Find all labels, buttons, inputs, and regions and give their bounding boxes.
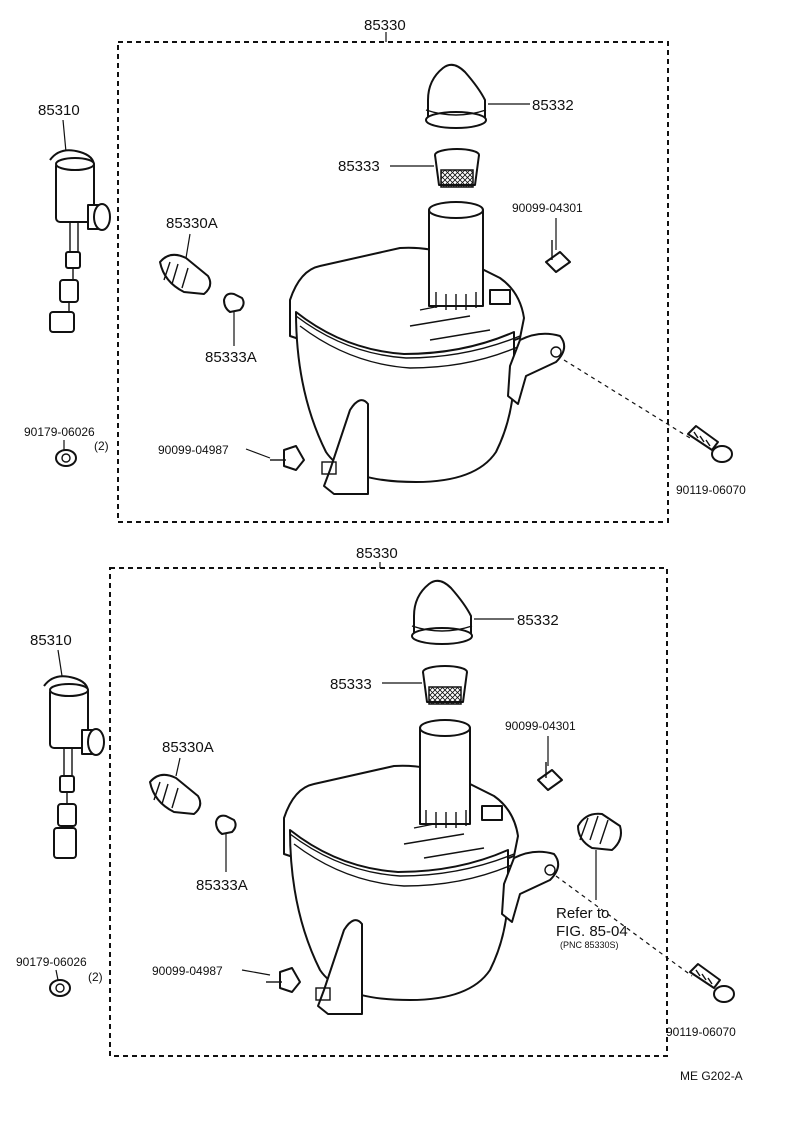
washer-pump-top: 85310 bbox=[38, 102, 111, 333]
screw-bottom: 90099-04301 bbox=[505, 719, 576, 791]
label-strainer-top: 85333 bbox=[338, 158, 380, 175]
washer-pump-bottom: 85310 bbox=[30, 632, 105, 859]
nut-top: 90179-06026 (2) bbox=[24, 425, 109, 467]
panel-bottom: 85330 85310 85332 bbox=[16, 545, 736, 1057]
clip-bottom: 90099-04987 bbox=[152, 964, 301, 993]
assembly-label-top: 85330 bbox=[364, 17, 406, 34]
label-refer-1: Refer to bbox=[556, 905, 609, 922]
nut-bottom: 90179-06026 (2) bbox=[16, 955, 103, 997]
assembly-frame-bottom bbox=[109, 567, 668, 1057]
washer-tank-bottom bbox=[283, 719, 560, 1015]
label-clip-top: 90099-04987 bbox=[158, 443, 229, 457]
grommet-top: 85330A bbox=[159, 215, 218, 295]
label-pump-top: 85310 bbox=[38, 102, 80, 119]
assembly-frame-top bbox=[117, 41, 669, 523]
screw-top: 90099-04301 bbox=[512, 201, 583, 273]
label-strainer-small-top: 85333A bbox=[205, 349, 257, 366]
tank-cap-top: 85332 bbox=[425, 63, 574, 129]
label-refer-2: FIG. 85-04 bbox=[556, 923, 628, 940]
label-screw-top: 90099-04301 bbox=[512, 201, 583, 215]
bolt-top: 90119-06070 bbox=[563, 359, 746, 497]
label-strainer-small-bottom: 85333A bbox=[196, 877, 248, 894]
assembly-label-bottom: 85330 bbox=[356, 545, 398, 562]
strainer-bottom: 85333 bbox=[330, 665, 468, 705]
label-pump-bottom: 85310 bbox=[30, 632, 72, 649]
strainer-small-bottom: 85333A bbox=[196, 814, 248, 894]
bolt-bottom: 90119-06070 bbox=[555, 875, 736, 1039]
label-nut-qty-bottom: (2) bbox=[88, 970, 103, 984]
clip-top: 90099-04987 bbox=[158, 443, 305, 471]
label-refer-3: (PNC 85330S) bbox=[560, 940, 619, 950]
label-clip-bottom: 90099-04987 bbox=[152, 964, 223, 978]
strainer-top: 85333 bbox=[338, 148, 480, 188]
label-nut-bottom: 90179-06026 bbox=[16, 955, 87, 969]
label-grommet-top: 85330A bbox=[166, 215, 218, 232]
label-grommet-bottom: 85330A bbox=[162, 739, 214, 756]
label-bolt-bottom: 90119-06070 bbox=[666, 1025, 736, 1039]
label-screw-bottom: 90099-04301 bbox=[505, 719, 576, 733]
label-nut-top: 90179-06026 bbox=[24, 425, 95, 439]
label-cap-top: 85332 bbox=[532, 97, 574, 114]
grommet-bottom: 85330A bbox=[149, 739, 214, 815]
label-nut-qty-top: (2) bbox=[94, 439, 109, 453]
label-bolt-top: 90119-06070 bbox=[676, 483, 746, 497]
figure-code: ME G202-A bbox=[680, 1069, 743, 1083]
label-strainer-bottom: 85333 bbox=[330, 676, 372, 693]
strainer-small-top: 85333A bbox=[205, 292, 257, 366]
washer-tank-top bbox=[289, 201, 566, 495]
label-cap-bottom: 85332 bbox=[517, 612, 559, 629]
tank-cap-bottom: 85332 bbox=[411, 579, 559, 645]
panel-top: 85330 85310 85332 bbox=[24, 17, 746, 523]
grommet-ref-bottom: Refer to FIG. 85-04 (PNC 85330S) bbox=[556, 812, 628, 950]
